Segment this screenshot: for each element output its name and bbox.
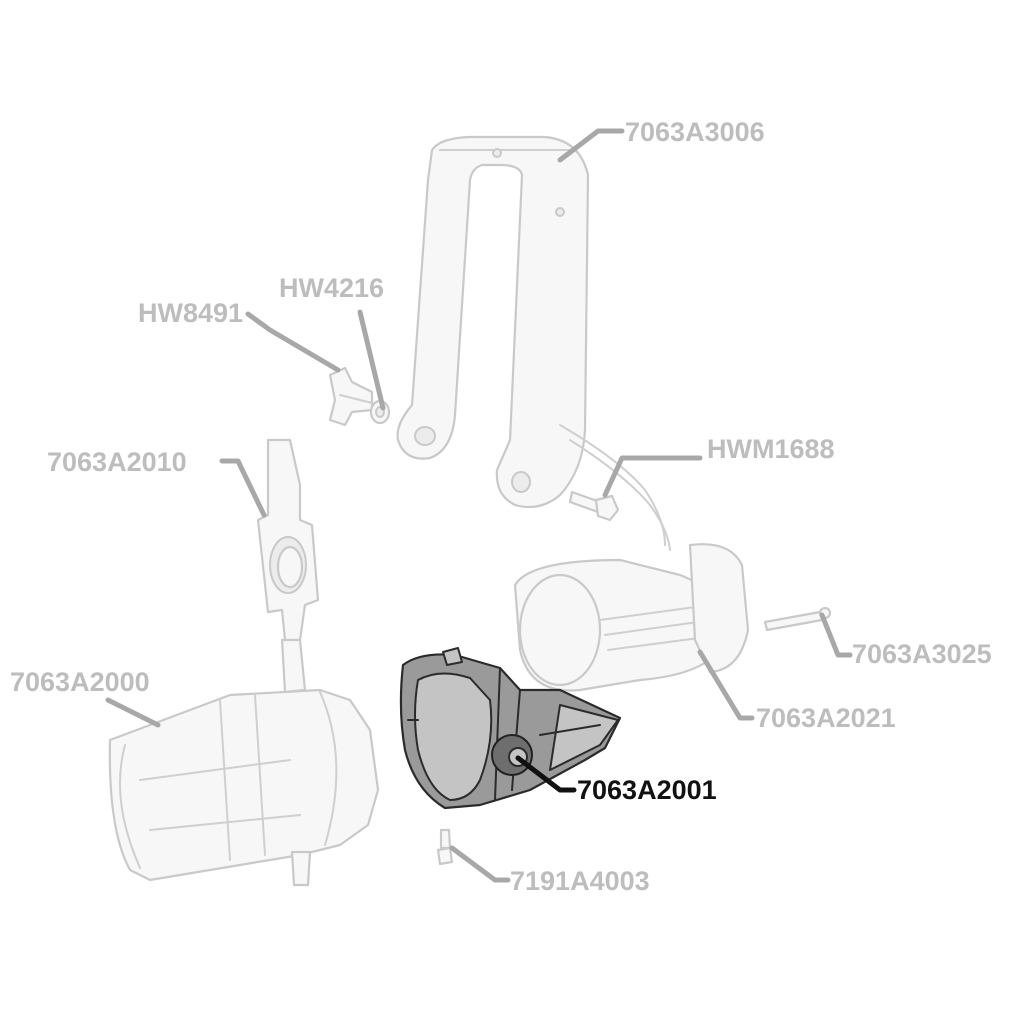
- label-7063A3025: 7063A3025: [852, 639, 992, 669]
- leader-7063A3006: [557, 128, 625, 163]
- label-7063A2000: 7063A2000: [10, 667, 150, 697]
- leader-7191A4003: [449, 845, 511, 883]
- leader-7063A2010: [219, 458, 267, 518]
- part-pin-7063A3025[interactable]: [763, 606, 832, 632]
- leader-7063A2021: [697, 649, 755, 721]
- label-7191A4003: 7191A4003: [510, 866, 650, 896]
- label-7063A2021: 7063A2021: [756, 703, 896, 733]
- part-lens-tube-7063A2000[interactable]: [108, 638, 380, 887]
- part-yoke-7063A3006[interactable]: [396, 135, 671, 551]
- label-HWM1688: HWM1688: [707, 434, 835, 464]
- leader-HW4216: [357, 309, 386, 411]
- leader-HW8491: [245, 311, 341, 373]
- label-7063A2010: 7063A2010: [47, 447, 187, 477]
- label-7063A3006: 7063A3006: [625, 117, 765, 147]
- label-HW4216: HW4216: [279, 273, 384, 303]
- label-7063A2001: 7063A2001: [577, 775, 717, 805]
- leader-7063A2001: [515, 755, 577, 793]
- part-plate-7063A2010[interactable]: [256, 438, 320, 642]
- part-rear-housing-7063A2021[interactable]: [513, 543, 750, 692]
- leader-7063A3025: [819, 612, 853, 658]
- part-labels: 7063A3006 HW4216 HW8491 HWM1688 7063A201…: [10, 117, 992, 896]
- leader-HWM1688: [602, 455, 703, 498]
- part-housing-7063A2001[interactable]: [399, 647, 622, 810]
- part-screw-HWM1688[interactable]: [568, 490, 620, 522]
- leader-lines: [105, 128, 853, 883]
- leader-7063A2000: [105, 697, 161, 728]
- label-HW8491: HW8491: [138, 298, 243, 328]
